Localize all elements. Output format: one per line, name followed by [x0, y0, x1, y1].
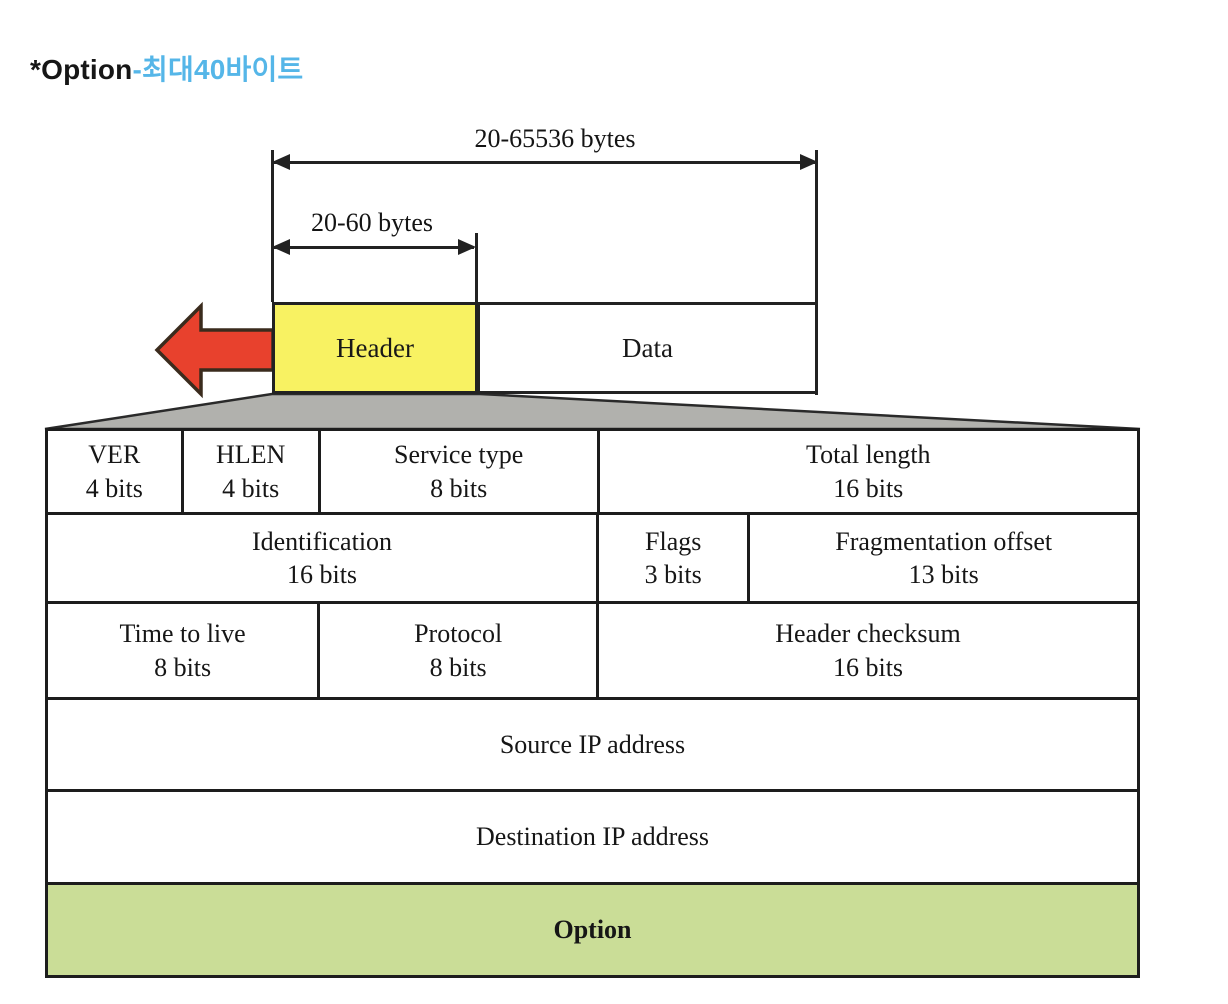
field-label: Source IP address: [499, 729, 686, 759]
header-box: Header: [272, 302, 478, 394]
field-time-to-live: Time to live 8 bits: [48, 604, 321, 697]
field-label: Time to live: [119, 619, 246, 649]
table-row: Destination IP address: [48, 792, 1137, 885]
table-row: Time to live 8 bits Protocol 8 bits Head…: [48, 604, 1137, 700]
arrowhead-left-icon: [272, 154, 290, 170]
table-row: Identification 16 bits Flags 3 bits Frag…: [48, 515, 1137, 604]
field-label: Total length: [806, 440, 931, 470]
field-option: Option: [48, 885, 1137, 975]
table-row: Source IP address: [48, 700, 1137, 792]
field-label: Fragmentation offset: [835, 526, 1053, 556]
data-box-label: Data: [622, 332, 673, 363]
field-label: Destination IP address: [476, 822, 709, 852]
outer-span-left-tick: [271, 150, 274, 302]
title-option-text: *Option: [30, 54, 133, 85]
field-label: Flags: [645, 526, 702, 556]
field-source-ip-address: Source IP address: [48, 700, 1137, 789]
field-label: VER: [88, 440, 141, 470]
arrowhead-left-icon: [272, 239, 290, 255]
inner-span-arrow: [272, 239, 476, 255]
field-label: Protocol: [414, 619, 503, 649]
field-identification: Identification 16 bits: [48, 515, 600, 601]
page-title: *Option-최대40바이트: [30, 48, 303, 88]
title-korean-note: -최대40바이트: [132, 54, 304, 85]
field-label: Service type: [394, 440, 524, 470]
field-bits: 13 bits: [908, 560, 979, 589]
data-box: Data: [477, 302, 818, 394]
outer-span-label: 20-65536 bytes: [474, 124, 636, 153]
field-label: Header checksum: [775, 619, 961, 649]
outer-span-arrow: [272, 154, 818, 170]
field-bits: 8 bits: [430, 473, 488, 503]
field-label: Identification: [251, 526, 393, 556]
table-row: Option: [48, 885, 1137, 975]
field-bits: 8 bits: [429, 652, 487, 682]
outer-span-right-tick: [815, 150, 818, 395]
arrowhead-right-icon: [458, 239, 476, 255]
left-block-arrow-icon: [154, 301, 275, 399]
table-row: VER 4 bits HLEN 4 bits Service type 8 bi…: [48, 431, 1137, 515]
field-bits: 4 bits: [85, 473, 143, 503]
field-hlen: HLEN 4 bits: [184, 431, 321, 512]
field-destination-ip-address: Destination IP address: [48, 792, 1137, 882]
field-label: Option: [553, 915, 632, 945]
field-label: HLEN: [216, 440, 286, 470]
zoom-trapezoid: [44, 392, 1141, 431]
field-service-type: Service type 8 bits: [321, 431, 600, 512]
field-bits: 8 bits: [154, 652, 212, 682]
arrowhead-right-icon: [800, 154, 818, 170]
inner-span-label: 20-60 bytes: [310, 208, 434, 237]
field-flags: Flags 3 bits: [599, 515, 751, 601]
field-fragmentation-offset: Fragmentation offset 13 bits: [750, 515, 1137, 601]
field-bits: 16 bits: [833, 473, 904, 503]
field-ver: VER 4 bits: [48, 431, 184, 512]
field-total-length: Total length 16 bits: [600, 431, 1137, 512]
field-bits: 16 bits: [286, 560, 358, 589]
header-box-label: Header: [336, 332, 414, 363]
field-bits: 4 bits: [222, 473, 280, 503]
field-bits: 3 bits: [644, 560, 702, 589]
ip-header-table: VER 4 bits HLEN 4 bits Service type 8 bi…: [45, 428, 1140, 978]
inner-span-right-tick: [475, 233, 478, 303]
field-bits: 16 bits: [832, 652, 904, 682]
field-header-checksum: Header checksum 16 bits: [599, 604, 1137, 697]
field-protocol: Protocol 8 bits: [320, 604, 600, 697]
